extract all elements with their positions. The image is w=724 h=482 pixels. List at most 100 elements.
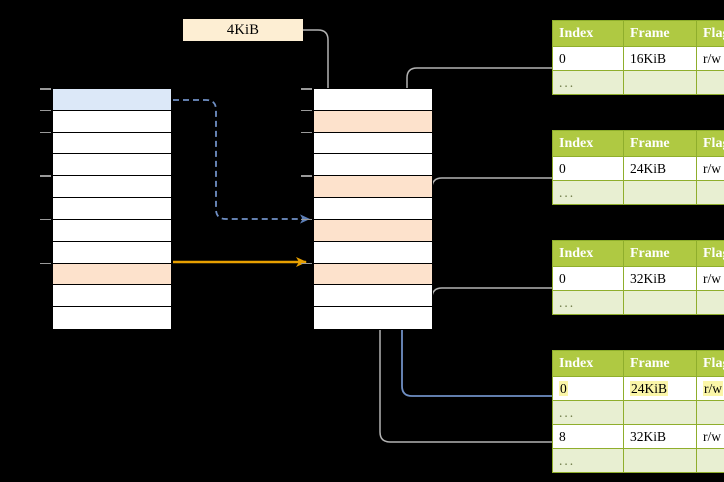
table-row[interactable]: ... [552,448,724,473]
physical-tick [301,109,312,112]
virtual-row[interactable] [53,198,171,220]
table-header-row: IndexFrameFlags [552,350,724,377]
cell-frame: 16KiB [623,46,697,71]
cell-flags: r/w [696,376,724,401]
highlighted-value: 0 [559,380,568,396]
virtual-tick [40,262,51,265]
physical-row[interactable] [314,176,432,199]
physical-memory-column[interactable] [313,88,433,330]
physical-row[interactable] [314,307,432,329]
physical-row[interactable] [314,285,432,308]
physical-row[interactable] [314,241,432,264]
cell-index: ... [552,180,624,205]
virtual-row[interactable] [53,263,171,286]
virtual-row[interactable] [53,285,171,308]
cell-index: ... [552,70,624,95]
wire-table2-to-frame [415,177,552,223]
cell-index: 0 [552,156,624,181]
virtual-tick [40,131,51,134]
highlighted-value: r/w [703,380,723,396]
table-header-row: IndexFrameFlags [552,130,724,157]
column-header-index: Index [552,350,624,377]
cell-flags: r/w [696,266,724,291]
virtual-row[interactable] [53,176,171,199]
cell-frame: 32KiB [623,424,697,449]
cell-flags [696,400,724,425]
column-header-flags: Flags [696,20,724,47]
column-header-frame: Frame [623,20,697,47]
table-row[interactable]: ... [552,70,724,95]
physical-tick [301,88,312,90]
physical-row[interactable] [314,219,432,242]
physical-row[interactable] [314,89,432,111]
cell-flags [696,290,724,315]
cell-index: 0 [552,46,624,71]
physical-tick [301,218,312,221]
virtual-row[interactable] [53,307,171,329]
cell-index: 0 [552,376,624,401]
column-header-frame: Frame [623,240,697,267]
cell-flags [696,70,724,95]
physical-row[interactable] [314,132,432,155]
virtual-tick [40,218,51,221]
table-row[interactable]: ... [552,400,724,425]
virtual-tick [40,175,51,177]
cell-flags [696,180,724,205]
physical-row[interactable] [314,154,432,177]
table-header-row: IndexFrameFlags [552,20,724,47]
column-header-frame: Frame [623,350,697,377]
physical-tick [301,131,312,134]
cell-frame [623,400,697,425]
cell-frame [623,180,697,205]
cell-frame: 32KiB [623,266,697,291]
physical-tick [301,175,312,177]
virtual-row[interactable] [53,241,171,264]
page-size-label: 4KiB [183,19,303,41]
cell-index: 8 [552,424,624,449]
cell-index: ... [552,400,624,425]
cell-flags: r/w [696,156,724,181]
cell-frame: 24KiB [623,376,697,401]
cell-flags [696,448,724,473]
virtual-row[interactable] [53,219,171,242]
cell-frame: 24KiB [623,156,697,181]
highlighted-value: 24KiB [630,380,669,396]
cell-frame [623,70,697,95]
cell-flags: r/w [696,424,724,449]
virtual-tick [40,88,51,90]
virtual-row[interactable] [53,132,171,155]
column-header-index: Index [552,130,624,157]
page-table-level-1[interactable]: IndexFrameFlags016KiBr/w... [552,20,724,95]
page-table-level-3[interactable]: IndexFrameFlags032KiBr/w... [552,240,724,315]
wire-virtual-blue-to-physical [173,99,310,224]
physical-row[interactable] [314,263,432,286]
table-row[interactable]: ... [552,180,724,205]
virtual-row[interactable] [53,89,171,111]
cell-frame [623,290,697,315]
virtual-row[interactable] [53,110,171,133]
virtual-tick [40,109,51,112]
cell-index: ... [552,290,624,315]
column-header-flags: Flags [696,350,724,377]
physical-tick [301,262,312,265]
cell-flags: r/w [696,46,724,71]
virtual-address-column[interactable] [52,88,172,330]
cell-index: 0 [552,266,624,291]
column-header-frame: Frame [623,130,697,157]
page-table-level-2[interactable]: IndexFrameFlags024KiBr/w... [552,130,724,205]
column-header-flags: Flags [696,240,724,267]
physical-row[interactable] [314,110,432,133]
table-row[interactable]: ... [552,290,724,315]
page-table-level-4[interactable]: IndexFrameFlags024KiBr/w...832KiBr/w... [552,350,724,473]
physical-row[interactable] [314,198,432,220]
column-header-index: Index [552,20,624,47]
table-row[interactable]: 0 24KiB r/w [552,376,724,401]
column-header-index: Index [552,240,624,267]
virtual-row[interactable] [53,154,171,177]
cell-frame [623,448,697,473]
